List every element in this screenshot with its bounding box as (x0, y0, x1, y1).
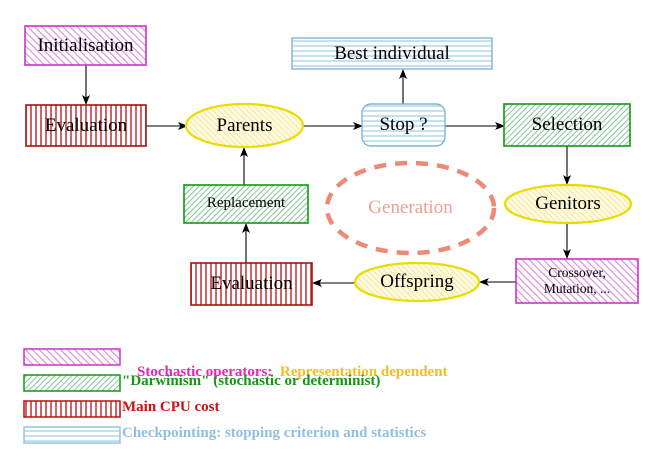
legend-swatch-main-cpu-cost (23, 400, 121, 418)
legend-swatch-darwinism (23, 374, 121, 392)
node-parents (184, 102, 305, 149)
node-evaluation-top (25, 104, 147, 147)
legend-swatch-checkpointing (23, 426, 121, 444)
node-best-individual (291, 37, 493, 70)
legend-label-stochastic-operators-text: Stochastic operators: (137, 364, 273, 380)
node-offspring (353, 261, 481, 303)
node-initialisation (24, 25, 147, 66)
node-stop (361, 103, 446, 147)
legend-label-checkpointing: Checkpointing: stopping criterion and st… (122, 425, 427, 441)
node-generation (324, 160, 497, 256)
legend-label-representation-dependent: Representation dependent (279, 364, 448, 380)
node-evaluation-bottom (190, 262, 313, 306)
node-crossover (515, 258, 639, 304)
node-replacement (183, 184, 309, 224)
node-selection (503, 103, 631, 147)
legend-swatch-stochastic-operators (23, 348, 121, 366)
node-genitors (503, 183, 633, 225)
legend-label-main-cpu-cost: Main CPU cost (122, 399, 220, 415)
legend-label-darwinism: "Darwinism" (stochastic or determinist) (122, 373, 381, 389)
legend-label-stochastic-operators: Stochastic operators: Representation dep… (122, 347, 448, 398)
